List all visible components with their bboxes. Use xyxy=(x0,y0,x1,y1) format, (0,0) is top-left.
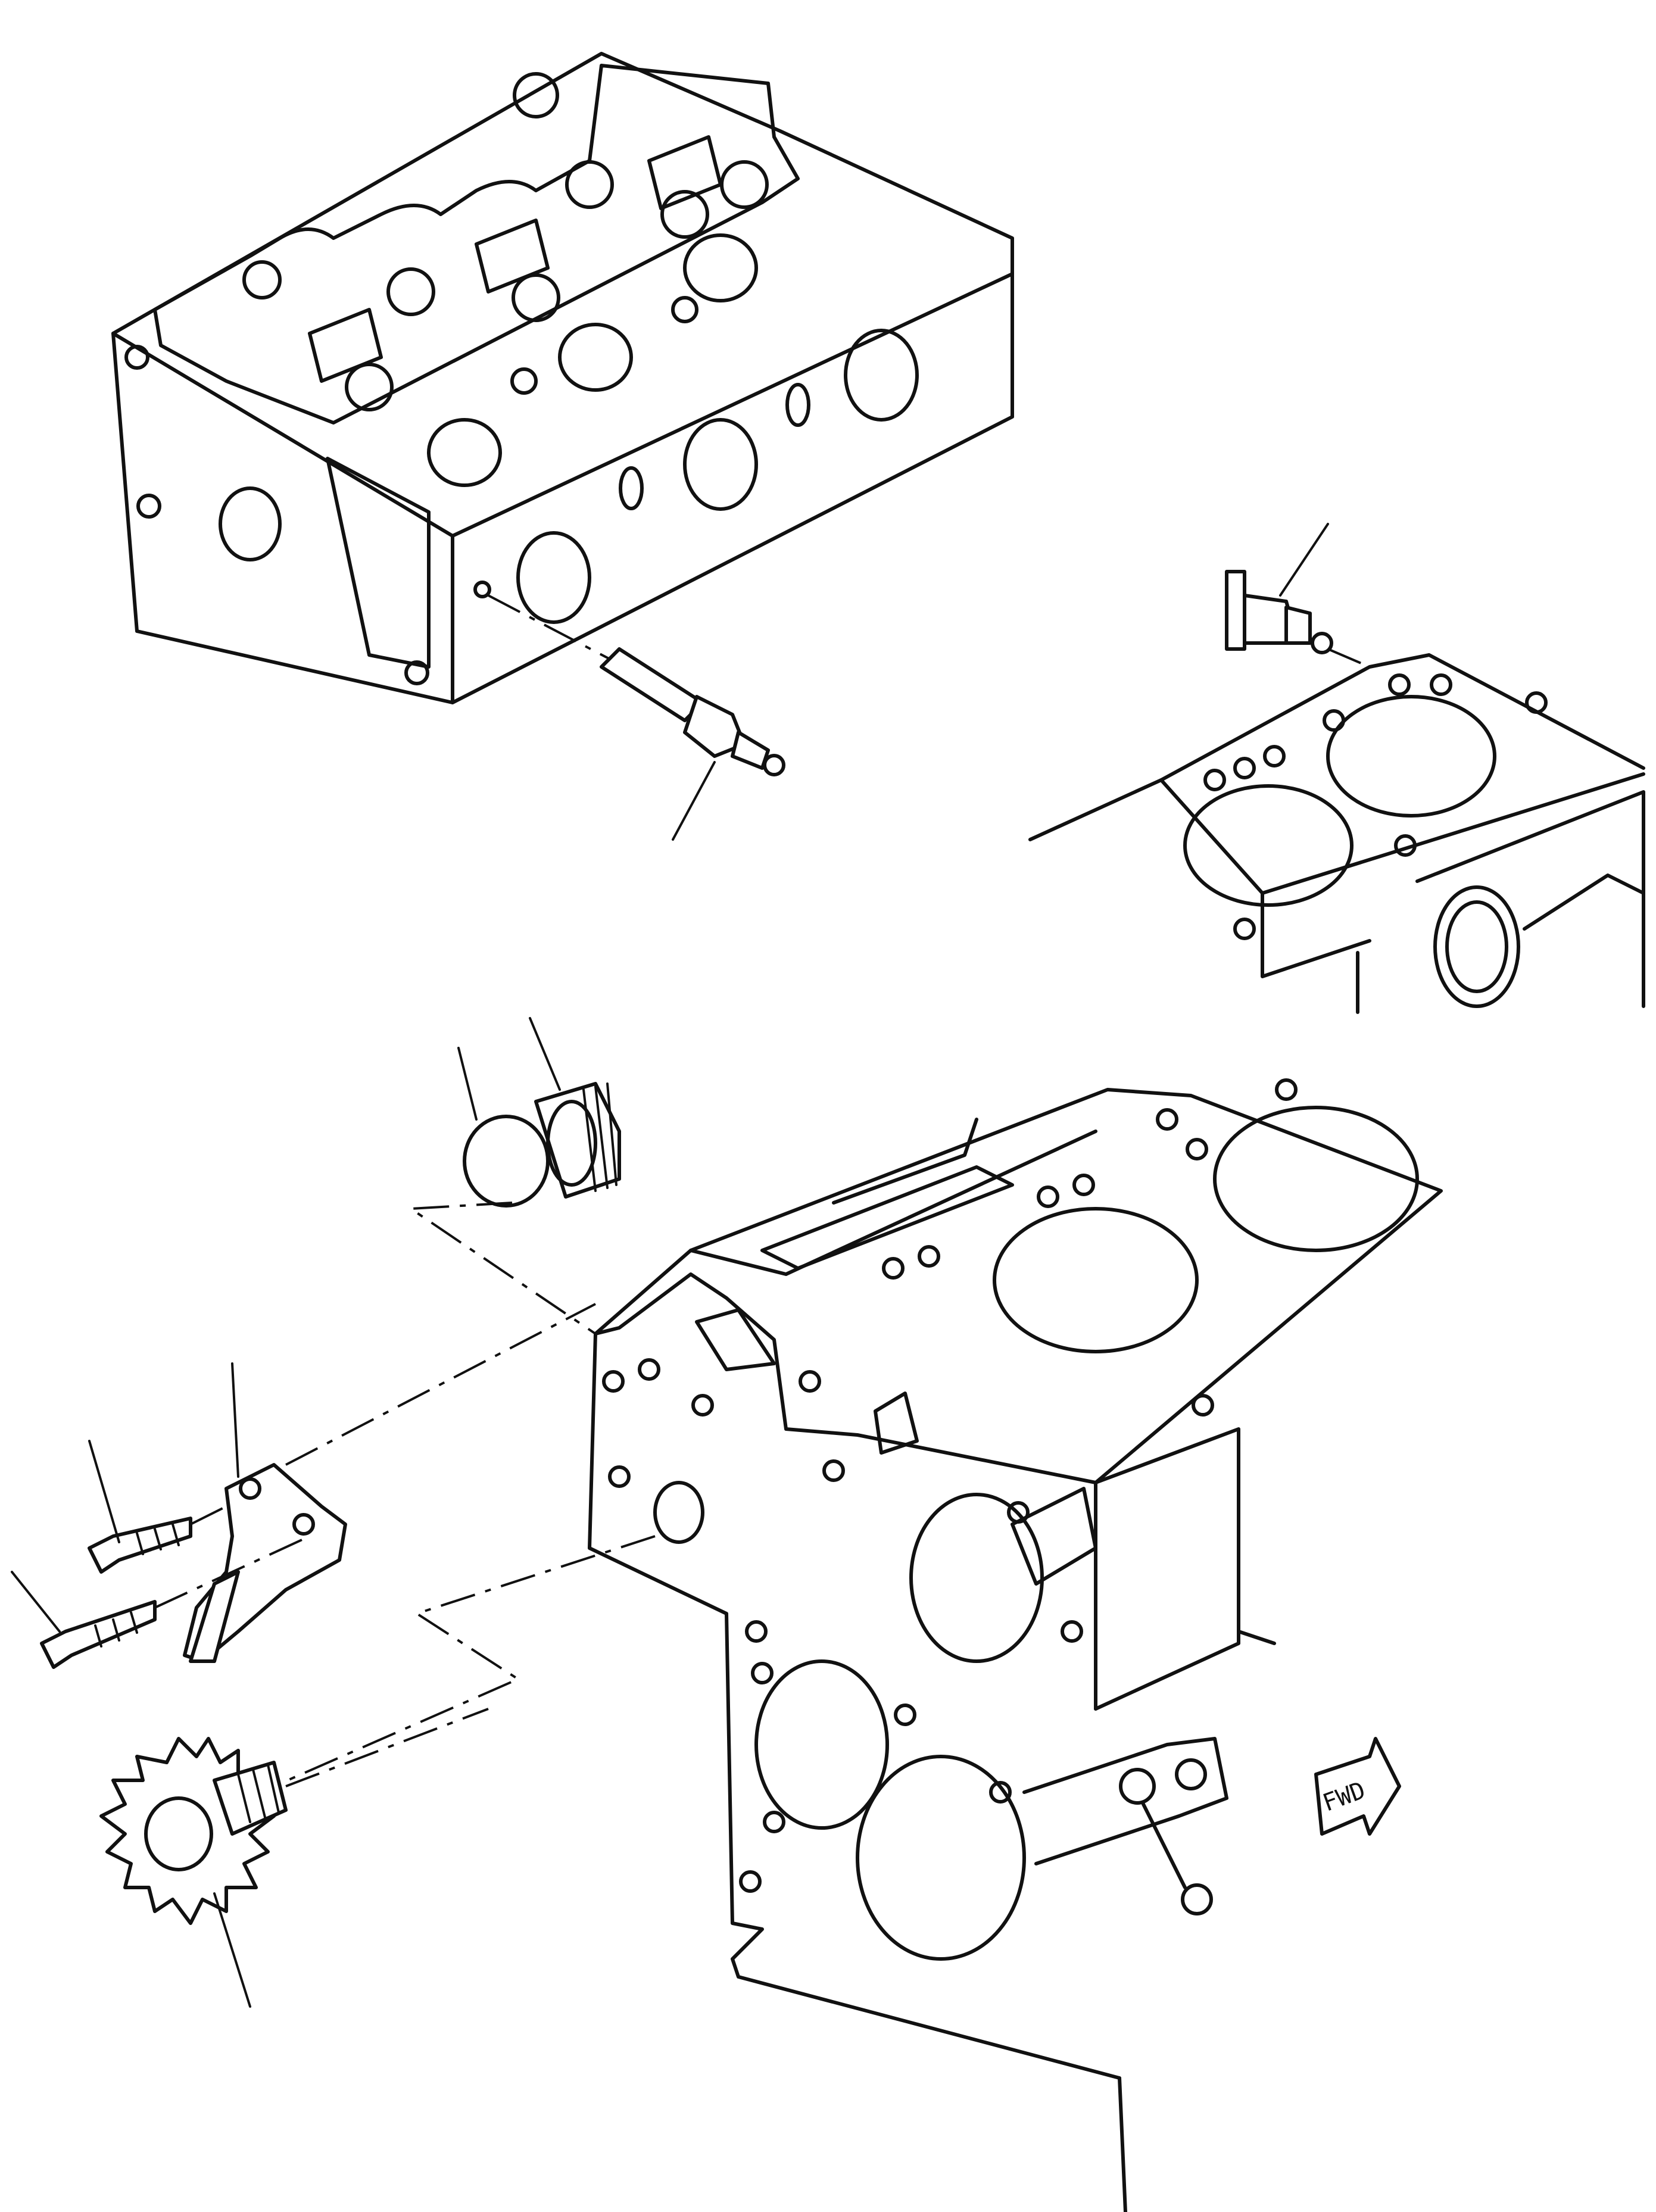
bracket xyxy=(183,1362,347,1663)
assembly-centerline xyxy=(273,1535,656,1787)
temperature-sensor xyxy=(1225,570,1333,654)
assembly-centerline xyxy=(285,1708,489,1787)
cylinder-block-partial xyxy=(1028,653,1645,1014)
oil-filler-plug xyxy=(463,1082,621,1208)
idler-gear xyxy=(99,1737,288,2008)
glow-plug xyxy=(600,647,785,776)
assembly-centerline xyxy=(154,1535,310,1609)
callout-leader xyxy=(231,1362,239,1478)
cylinder-head xyxy=(111,52,1014,704)
bolt-upper xyxy=(88,1440,192,1574)
forward-direction-arrow: FWD xyxy=(1314,1737,1401,1836)
callout-leader xyxy=(11,1571,61,1633)
callout-leader xyxy=(88,1440,120,1543)
callout-leader xyxy=(1279,523,1329,597)
assembly-centerline xyxy=(285,1303,596,1466)
fwd-label: FWD xyxy=(1319,1777,1369,1817)
callout-leader xyxy=(529,1017,561,1091)
assembly-centerline xyxy=(407,1202,597,1335)
callout-leader xyxy=(672,761,716,841)
assembly-centerline xyxy=(488,594,614,662)
cylinder-block xyxy=(588,1078,1443,2212)
bolt-lower xyxy=(11,1571,157,1669)
assembly-centerline xyxy=(190,1505,227,1525)
callout-leader xyxy=(457,1047,478,1121)
assembly-centerline xyxy=(1327,648,1370,668)
callout-leader xyxy=(213,1892,251,2008)
